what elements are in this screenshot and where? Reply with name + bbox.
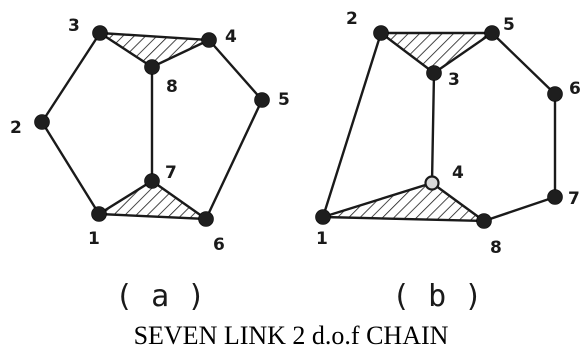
joint-7-a <box>144 173 160 189</box>
joint-5-a <box>254 92 270 108</box>
joint-label-4-b: 4 <box>452 163 464 183</box>
joint-4-a <box>201 32 217 48</box>
joint-2-b <box>373 25 389 41</box>
joint-2-a <box>34 114 50 130</box>
joint-label-4-a: 4 <box>225 27 237 47</box>
joint-1-b <box>315 209 331 225</box>
link-2-1-a <box>40 120 101 216</box>
link-3-2-a <box>40 31 102 124</box>
ternary-link-top-a <box>95 31 214 69</box>
link-5-6-b <box>490 31 557 96</box>
joint-6-a <box>198 211 214 227</box>
joint-label-6-b: 6 <box>569 79 581 99</box>
joint-label-2-b: 2 <box>346 9 358 29</box>
joint-label-1-b: 1 <box>316 229 328 249</box>
link-3-4-b <box>430 71 436 185</box>
joint-label-6-a: 6 <box>213 235 225 255</box>
link-5-6-a <box>204 98 264 221</box>
joint-label-3-a: 3 <box>68 16 80 36</box>
subfigure-label-a: ( a ) <box>115 279 205 314</box>
joint-8-a <box>144 59 160 75</box>
diagram-a: 1 2 3 4 5 6 7 8 ( a ) <box>10 16 290 314</box>
joint-3-a <box>92 25 108 41</box>
link-4-5-a <box>207 38 264 102</box>
joint-7-b <box>547 189 563 205</box>
joint-4-b <box>424 175 440 191</box>
figure-caption: SEVEN LINK 2 d.o.f CHAIN <box>134 321 449 350</box>
joint-label-5-b: 5 <box>503 15 515 35</box>
joint-5-b <box>484 25 500 41</box>
joint-label-7-b: 7 <box>568 189 580 209</box>
ternary-link-bottom-b <box>322 181 488 223</box>
link-2-1-b <box>321 31 383 219</box>
ternary-link-top-b <box>377 31 496 75</box>
joint-8-b <box>476 213 492 229</box>
joint-label-5-a: 5 <box>278 90 290 110</box>
joint-1-a <box>91 206 107 222</box>
ternary-link-bottom-a <box>95 179 211 221</box>
joint-3-b <box>426 65 442 81</box>
diagram-b: 1 2 3 4 5 6 7 8 ( b ) <box>315 9 581 314</box>
subfigure-label-b: ( b ) <box>392 279 482 314</box>
joint-label-8-a: 8 <box>166 77 178 97</box>
joint-label-7-a: 7 <box>165 163 177 183</box>
joint-label-3-b: 3 <box>448 70 460 90</box>
joint-6-b <box>547 86 563 102</box>
joint-label-2-a: 2 <box>10 118 22 138</box>
joint-label-1-a: 1 <box>88 229 100 249</box>
joint-label-8-b: 8 <box>490 238 502 258</box>
link-7-8-b <box>482 195 557 223</box>
